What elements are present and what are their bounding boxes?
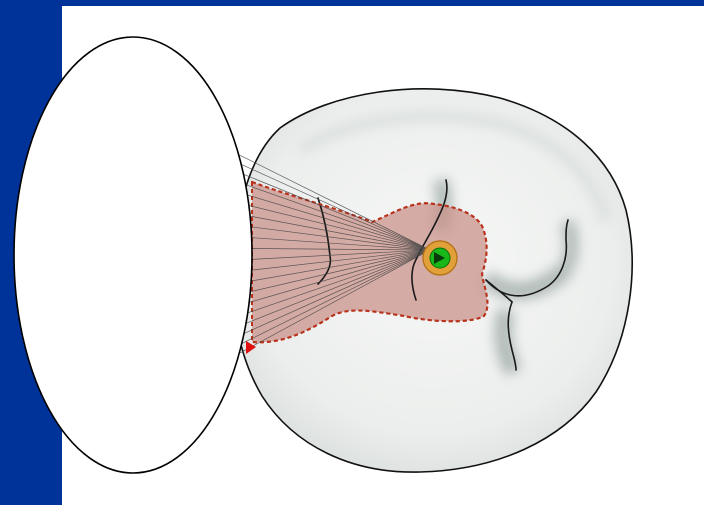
lens-ellipse: [14, 37, 252, 473]
bur-marker: [423, 241, 457, 275]
